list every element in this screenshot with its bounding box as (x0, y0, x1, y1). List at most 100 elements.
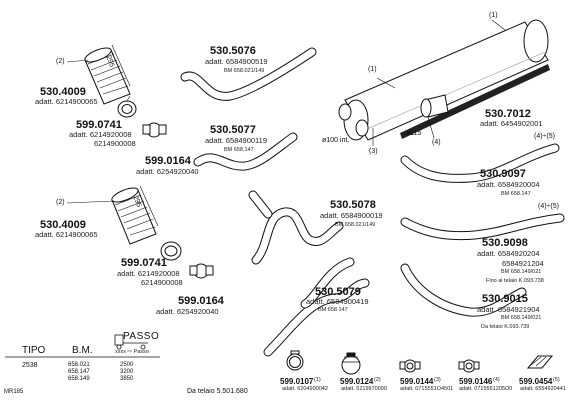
fitting-adatt: adatt. 0715551205O0 (459, 386, 513, 392)
part-number: 530.9098 (482, 237, 528, 249)
pipe-5305079 (263, 257, 370, 357)
pipe-5305078 (248, 190, 344, 265)
leader-lines (66, 59, 131, 204)
callout-1-top: (1) (489, 12, 498, 19)
sleeve-b (160, 241, 182, 261)
fitting-0107-drawing (286, 350, 304, 371)
table-header-bm: B.M. (72, 345, 93, 356)
bm-label: BM 658.147 (224, 147, 254, 153)
dimension-100-int: ø100 int. (322, 137, 350, 144)
bm-label: BM 658.147 (318, 307, 348, 313)
part-number: 599.0164 (178, 295, 224, 307)
fitting-number: 599.0107 (280, 377, 314, 386)
adatt-label: adatt. 6214920008 (69, 130, 132, 139)
part-number: 530.5076 (210, 45, 256, 57)
table-cell: 658.147 (68, 369, 90, 375)
fitting-adatt: adatt. 6219970090 (341, 386, 387, 392)
passo-logo: PASSO (123, 331, 160, 342)
callout-45-b: (4)÷(5) (538, 203, 559, 210)
flex-pipe-a (84, 44, 131, 105)
part-number: 530.4009 (40, 219, 86, 231)
table-cell: 3850 (120, 376, 134, 382)
pipe-5305076 (180, 47, 317, 101)
table-cell: 2500 (120, 362, 134, 368)
fitting-callout: (4) (493, 377, 500, 383)
fitting-number: 599.0144 (400, 377, 434, 386)
part-number: 530.7012 (485, 108, 531, 120)
pipe-5309098 (400, 213, 565, 241)
adatt-label: adatt. 6584900519 (205, 57, 268, 66)
fitting-adatt: adatt. 6554920441 (520, 386, 566, 392)
pipe-5309097 (400, 143, 560, 183)
part-number: 599.0741 (76, 119, 122, 131)
part-number: 599.0741 (121, 257, 167, 269)
adatt-label: adatt. 6584900119 (205, 136, 268, 145)
fitting-adatt: adatt. 0715551O4501 (400, 386, 454, 392)
fitting-callout: (1) (314, 377, 321, 383)
passo-logo-caption: xxxx ⇨ Passo (115, 349, 149, 355)
pipe-5305077 (193, 132, 298, 171)
bm-label: BM 658.021/149 (335, 222, 376, 228)
fitting-0144-drawing (399, 359, 421, 373)
adatt-label: adatt. 6214920008 (117, 269, 180, 278)
table-cell: 658.021 (68, 362, 90, 368)
adatt-label: adatt. 6584920204 (477, 249, 540, 258)
part-number: 599.0164 (145, 155, 191, 167)
table-cell: 658.149 (68, 376, 90, 382)
callout-2-a: (2) (56, 58, 65, 65)
clamp-b (189, 263, 214, 279)
fitting-0146-drawing (458, 359, 480, 373)
pipe-5309015 (400, 263, 527, 317)
callout-4: (4) (432, 139, 441, 146)
fitting-0124-drawing (341, 352, 361, 375)
callout-45-a: (4)÷(5) (534, 133, 555, 140)
part-number: 530.5078 (330, 199, 376, 211)
callout-1-mid: (1) (368, 66, 377, 73)
adatt-label: adatt. 6584900419 (306, 297, 369, 306)
fino-label: Fino al telaio K.093.738 (486, 278, 544, 284)
part-number: 530.9015 (482, 293, 528, 305)
bm-label: BM 658.149/021 (501, 269, 542, 275)
part-number: 530.5077 (210, 124, 256, 136)
adatt-label: 6214900008 (94, 139, 136, 148)
table-tipo-value: 2538 (22, 362, 38, 369)
adatt-label: adatt. 6584920004 (477, 180, 540, 189)
muffler (338, 19, 550, 146)
fitting-number: 599.0454 (519, 377, 553, 386)
table-header-tipo: TIPO (22, 345, 46, 356)
part-number: 530.4009 (40, 86, 86, 98)
fitting-number: 599.0124 (340, 377, 374, 386)
telaio-note: Da telaio 5.501.680 (187, 388, 248, 395)
adatt-label: adatt. 6214900065 (35, 230, 98, 239)
adatt-label: adatt. 6254920040 (156, 307, 219, 316)
diagram-code: MR185 (4, 389, 24, 395)
adatt-label: adatt. 6214900065 (35, 97, 98, 106)
sleeve-a (117, 100, 137, 118)
fitting-callout: (2) (374, 377, 381, 383)
adatt-label: adatt. 6254920040 (136, 167, 199, 176)
adatt-label: adatt. 6454902001 (480, 119, 543, 128)
adatt-label: 6584921204 (502, 259, 544, 268)
callout-2-b: (2) (56, 199, 65, 206)
fitting-0454-drawing (526, 355, 554, 369)
da-telaio-label: Da telaio K.093.739 (481, 324, 530, 330)
adatt-label: adatt. 6584921904 (477, 305, 540, 314)
callout-3-a: (3) (369, 148, 378, 155)
bm-label: BM 658.021/149 (224, 68, 265, 74)
flex-pipe-b (111, 185, 159, 245)
bm-label: BM 658.147 (501, 191, 531, 197)
fitting-callout: (3) (434, 377, 441, 383)
bm-label: BM 658.149/021 (501, 315, 542, 321)
adatt-label: adatt. 6584900019 (320, 211, 383, 220)
passo-truck-icon (114, 334, 148, 350)
part-number: 530.9097 (480, 168, 526, 180)
adatt-label: 6214900008 (141, 278, 183, 287)
table-cell: 3200 (120, 369, 134, 375)
fitting-callout: (5) (553, 377, 560, 383)
fitting-adatt: adatt. 6204900042 (282, 386, 328, 392)
part-number: 530.5079 (315, 286, 361, 298)
fitting-number: 599.0146 (459, 377, 493, 386)
clamp-a (142, 122, 167, 138)
